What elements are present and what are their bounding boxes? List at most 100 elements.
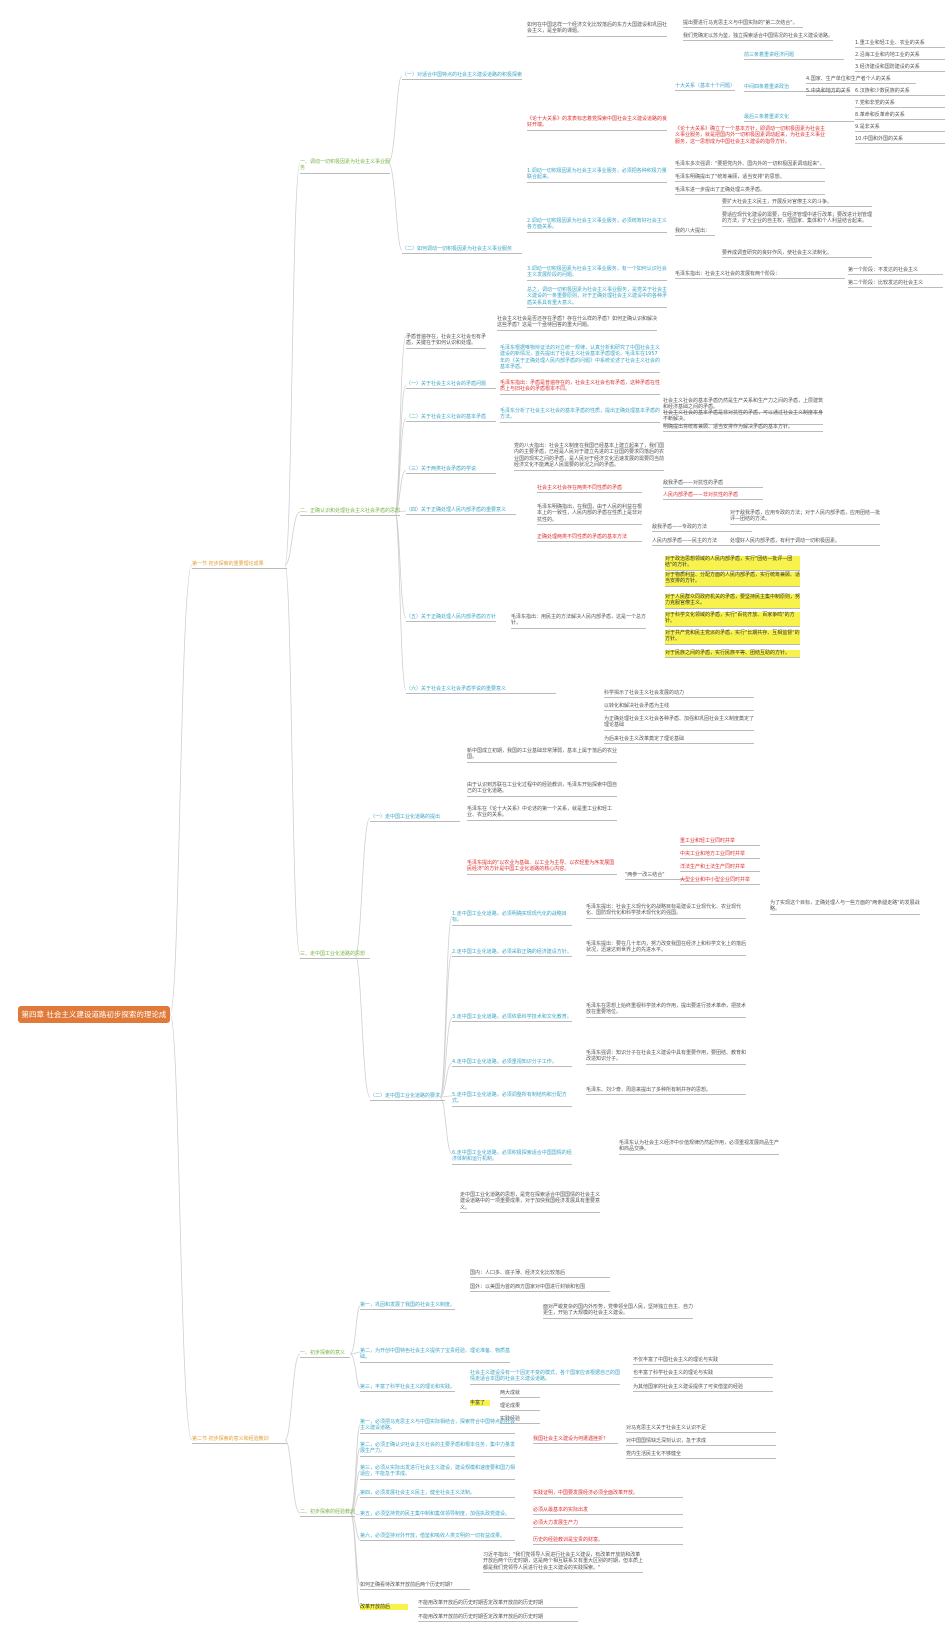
list-item: 2.沿海工业和内地工业的关系 (855, 52, 945, 61)
b-c6b: 以转化和解决社会矛盾为主线 (604, 703, 754, 712)
list-item: 为其他国家的社会主义建设提供了可资借鉴的经验 (633, 1384, 773, 1393)
s2-f3[interactable]: 第三，必须从实际出发进行社会主义建设，建设规模和速度要和国力相适应，不能急于求成… (360, 1465, 515, 1480)
s2-q3: 对中国国情缺乏深刻认识，急于求成 (626, 1438, 776, 1447)
b-c2a: 毛泽东分析了社会主义社会的基本矛盾的性质，提出正确处理基本矛盾的方法。 (500, 408, 660, 423)
list-item: 不仅丰富了中国社会主义的理论与实践 (633, 1357, 773, 1366)
c-d1a: 新中国成立初期，我国的工业基础非常薄弱，基本上属于落后的农业国。 (467, 748, 617, 763)
s2-e1[interactable]: 第一，巩固和发展了我国的社会主义制度。 (360, 1302, 455, 1311)
b2-m2: 2.调动一切积极因素为社会主义事业服务，必须统筹好社会主义各方面关系。 (527, 218, 667, 233)
c-d2h: 走中国工业化道路的思想，是党在探索适合中国国情的社会主义建设道路中的一项重要成果… (460, 1192, 600, 1214)
s2-r1: 实践证明，中国要发展经济必须全面改革开放。 (533, 1490, 683, 1499)
list-item: 对于人民群众同政府机关的矛盾，要坚持民主集中制原则，努力克服官僚主义。 (665, 594, 800, 609)
list-item: 5.走中国工业化道路，必须调整所有制结构和分配方式。 (452, 1092, 572, 1107)
list-item: 对于民族之间的矛盾，实行民族平等、团结互助的方针。 (665, 650, 800, 659)
list-item: 对于科学文化领域的矛盾，实行"百花齐放、百家争鸣"的方针。 (665, 612, 800, 627)
list-item: 4.走中国工业化道路，必须重视知识分子工作。 (452, 1059, 572, 1068)
s2-f6[interactable]: 第六，必须坚持对外开放，借鉴和吸收人类文明的一切有益成果。 (360, 1533, 515, 1542)
s2-f5[interactable]: 第五，必须坚持党的民主集中制和集体领导制度，加强执政党建设。 (360, 1511, 515, 1520)
list-item: 9.是非关系 (855, 124, 945, 133)
s2-e2[interactable]: 第二，为开创中国特色社会主义提供了宝贵经验、理论准备、物质基础。 (360, 1348, 510, 1363)
s2-f7a: 习近平指出："我们党领导人民进行社会主义建设，有改革开放前和改革开放后两个历史时… (483, 1552, 643, 1574)
c-d2g: 毛泽东认为社会主义经济中价值规律仍然起作用，必须重视发展商品生产和商品交换。 (619, 1140, 779, 1155)
b2-r4: 毛泽东指出：社会主义社会的发展有两个阶段： (675, 271, 845, 280)
b-c4[interactable]: （四）关于正确处理人民内部矛盾的重要意义 (406, 507, 516, 516)
list-item: 重工业和轻工业同时并举 (680, 838, 760, 847)
b1-ten: 《论十大关系》的发表标志着党探索中国社会主义建设道路的良好开端。 (527, 116, 667, 131)
list-item: 对于物质利益、分配方面的人民内部矛盾，实行统筹兼顾、适当安排的方针。 (665, 572, 800, 587)
list-item: 洋法生产和土法生产同时并举 (680, 864, 760, 873)
s1-a-title[interactable]: 一、调动一切积极因素为社会主义事业服务 (300, 159, 390, 174)
b-c5[interactable]: （五）关于正确处理人民内部矛盾的方针 (406, 614, 496, 623)
s2-f2[interactable]: 第二，必须正确认识社会主义社会的主要矛盾和根本任务，集中力量发展生产力。 (360, 1442, 515, 1457)
s2-f8b: 不能用改革开放前的历史时期否定改革开放后的历史时期 (418, 1614, 578, 1623)
b-c4a: 社会主义社会存在两类不同性质的矛盾 (537, 485, 642, 494)
root-topic[interactable]: 第四章 社会主义建设道路初步探索的理论成果 (18, 1006, 170, 1036)
b-c1b: 毛泽东指出：矛盾是普遍存在的，社会主义社会也有矛盾，这种矛盾在性质上与旧社会的矛… (500, 380, 660, 395)
b-c6d: 为后来社会主义改革奠定了理论基础 (604, 736, 754, 745)
b-root-q: 矛盾普遍存在，社会主义社会也有矛盾，关键在于如何认识和处理。 (406, 334, 486, 349)
s2-r2: 必须从最基本的实际出发 (533, 1507, 683, 1516)
c-d2d: 毛泽东在思想上始终重视科学技术的作用，提出要进行技术革命，把技术放在重要地位。 (586, 1003, 746, 1018)
s2-r3: 必须大力发展生产力 (533, 1520, 683, 1529)
s2-f4[interactable]: 第四，必须发展社会主义民主，健全社会主义法制。 (360, 1490, 515, 1499)
list-item: 1.走中国工业化道路，必须明确实现现代化的战略目标。 (452, 911, 572, 926)
b-c6[interactable]: （六）关于社会主义社会矛盾学说的重要意义 (406, 686, 556, 695)
b-c3a: 党的八大指出：社会主义制度在我国已经基本上建立起来了，我们国内的主要矛盾，已经是… (514, 443, 664, 471)
list-item: 大型企业和中小型企业同时并举 (680, 877, 760, 886)
b-c2b: 社会主义社会的基本矛盾仍然是生产关系和生产力之间的矛盾，上层建筑和经济基础之间的… (663, 398, 823, 413)
s1-b-title[interactable]: 二、正确认识和处理社会主义社会矛盾的思想 (300, 508, 400, 517)
b-intro: 社会主义社会是否还存在矛盾？存在什么样的矛盾？如何正确认识和解决这些矛盾？这是一… (497, 316, 657, 331)
b-c4c: 人民内部矛盾——非对抗性的矛盾 (663, 492, 763, 501)
s2-q2: 对马克思主义关于社会主义认识不足 (626, 1425, 776, 1434)
b2-r3: 毛泽东进一步提出了正确处理三类矛盾。 (675, 187, 825, 196)
b2-e1: 要扩大社会主义民主，开展反对官僚主义的斗争。 (722, 199, 872, 208)
s2-b-title[interactable]: 二、初步探索的经验教训 (300, 1509, 355, 1518)
b1-n2: 我们党确定以苏为鉴，独立探索适合中国情况的社会主义建设道路。 (683, 33, 833, 42)
b-c2[interactable]: （二）关于社会主义社会的基本矛盾 (406, 414, 496, 423)
list-item: 7.党和非党的关系 (855, 100, 945, 109)
b2-s1: 第一个阶段：不发达的社会主义 (848, 267, 943, 276)
s2-e1c: 面对严峻复杂的国内外形势，党带领全国人民，坚持独立自主、自力更生，开始了大规模的… (543, 1304, 693, 1319)
c-d1g: 为了实现这个目标，正确处理人与一些方面的"两条腿走路"的发展战略。 (770, 900, 920, 915)
b2-eight: 我的八大提出： (675, 228, 715, 237)
s2-f1[interactable]: 第一，必须把马克思主义与中国实际相结合，探索符合中国特点的社会主义建设道路。 (360, 1419, 515, 1434)
c-d2b: 毛泽东提出：社会主义现代化的战略目标是建设工业现代化、农业现代化、国防现代化和科… (586, 904, 746, 919)
b-c2d: 明确提出将统筹兼顾、适当安排作为解决矛盾的基本方针。 (663, 424, 823, 433)
b2-m1: 1.调动一切积极因素为社会主义事业服务，必须把各种积极力量联合起来。 (527, 168, 667, 183)
b2-s2: 第二个阶段：比较发达的社会主义 (848, 280, 943, 289)
list-item: 6.汉族和少数民族的关系 (855, 88, 945, 97)
s1-c-title[interactable]: 三、走中国工业化道路的思想 (300, 951, 370, 960)
b-c1[interactable]: （一）关于社会主义社会的矛盾问题 (406, 381, 496, 390)
b-c4f: 敌我矛盾——专政的方法 (652, 524, 752, 533)
section-2-title[interactable]: 第二节 初步探索的意义和经验教训 (192, 1436, 287, 1445)
list-item: 对于共产党和民主党派的矛盾，实行"长期共存、互相监督"的方针。 (665, 630, 800, 645)
list-item: 两大成就 (500, 1390, 540, 1399)
s1-a-b1-title[interactable]: （一）对适合中国特点的社会主义建设道路的积极探索 (402, 72, 522, 81)
s2-f7[interactable]: 如何正确看待改革开放前后两个历史时期？ (360, 1582, 470, 1591)
list-item: 实践经验 (500, 1416, 540, 1425)
c-d1d: 毛泽东提出的"以农业为基础、以工业为主导、以农轻重为序发展国民经济"的方针是中国… (467, 860, 617, 875)
list-item: 理论成果 (500, 1403, 540, 1412)
s2-e3[interactable]: 第三，丰富了科学社会主义的理论和实践。 (360, 1384, 455, 1393)
b-c4i: 处理好人民内部矛盾，有利于调动一切积极因素。 (730, 538, 880, 547)
s2-a-title[interactable]: 一、初步探索的意义 (300, 1350, 350, 1359)
b1-g1: 前三条着重讲经济问题 (744, 52, 844, 61)
b1-g2: 中间四条着重讲政治 (744, 84, 844, 93)
b-c6c: 为正确处理社会主义社会各种矛盾、加强和巩固社会主义制度奠定了理论基础 (604, 716, 754, 731)
list-item: 8.革命和反革命的关系 (855, 112, 945, 121)
section-1-title[interactable]: 第一节 初步探索的重要理论成果 (192, 561, 287, 570)
b-c4b: 敌我矛盾——对抗性的矛盾 (663, 480, 763, 489)
list-item: 中央工业和地方工业同时并举 (680, 851, 760, 860)
b1-ten-title: 十大关系（基本十个问题） (675, 83, 735, 92)
list-item: 6.走中国工业化道路，必须积极探索适合中国国情的经济体制和运行机制。 (452, 1150, 572, 1165)
s1-a-b2-title[interactable]: （二）如何调动一切积极因素为社会主义事业服务 (402, 246, 522, 255)
b-c4d: 毛泽东明确指出，在我国，由于人民的利益在根本上的一致性，人民内部的矛盾在性质上是… (537, 504, 642, 526)
b1-g3: 最后三条着重讲文化 (744, 114, 854, 123)
c-d1e: "两参一改三结合" (625, 872, 685, 881)
c-d2[interactable]: （二）走中国工业化道路的要求 (370, 1093, 445, 1102)
s2-e3a: 社会主义建设没有一个固定不变的模式，各个国家应该根据自己的国情走适合本国的社会主… (470, 1370, 620, 1385)
s2-f8[interactable]: 改革开放前后 (360, 1604, 408, 1611)
c-d1[interactable]: （一）走中国工业化道路的提出 (370, 814, 460, 823)
b-c3[interactable]: （三）关于两类社会矛盾的学说 (406, 466, 496, 475)
list-item: 2.走中国工业化道路，必须采取正确的经济建设方针。 (452, 949, 572, 958)
